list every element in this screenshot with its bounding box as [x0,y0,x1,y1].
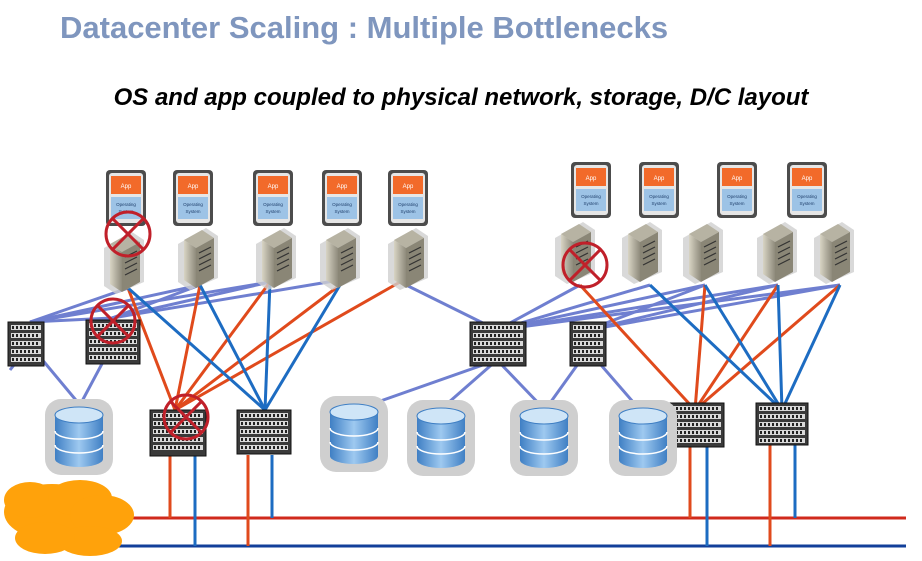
svg-text:App: App [802,176,813,182]
svg-text:Operating: Operating [581,194,601,199]
svg-text:App: App [654,176,665,182]
network-link [578,283,697,412]
svg-text:App: App [403,184,414,190]
server-tower-icon [178,228,218,290]
server-tower-icon [320,228,360,290]
server-tower-icon [757,222,797,284]
network-link [127,286,266,412]
failure-x-icon [104,210,152,258]
svg-text:Operating: Operating [116,202,136,207]
network-link [263,284,342,411]
network-link [693,284,780,411]
network-link [198,284,267,411]
network-link [693,284,707,411]
network-link [111,283,201,320]
slide-subtitle: OS and app coupled to physical network, … [113,84,809,111]
switch-icon [755,402,809,446]
failure-x-icon [89,297,137,345]
svg-text:App: App [188,184,199,190]
network-link [780,284,842,411]
storage-disk-icon [407,400,475,476]
storage-disk-icon [609,400,677,476]
svg-text:App: App [337,184,348,190]
network-link [648,283,784,412]
server-tower-icon [814,222,854,284]
network-link [263,281,272,411]
server-tower-icon [622,222,662,284]
svg-text:Operating: Operating [183,202,203,207]
network-link [587,283,706,332]
switch-icon [236,409,292,455]
switch-icon [149,409,207,457]
svg-text:System: System [400,209,415,214]
svg-text:Operating: Operating [332,202,352,207]
svg-text:System: System [729,201,744,206]
failure-x-icon [162,393,210,441]
svg-text:System: System [651,201,666,206]
svg-text:App: App [732,176,743,182]
network-link [776,284,784,411]
storage-disk-icon [510,400,578,476]
svg-text:System: System [334,209,349,214]
svg-text:System: System [799,201,814,206]
failure-x-icon [561,241,609,289]
server-tower-icon [683,222,723,284]
svg-text:System: System [185,209,200,214]
storage-disk-icon [320,396,388,472]
svg-text:Operating: Operating [263,202,283,207]
switch-icon [569,321,607,367]
network-link [587,283,779,332]
svg-text:Operating: Operating [797,194,817,199]
svg-text:App: App [586,176,597,182]
network-link [29,286,129,324]
server-tower-icon [388,228,428,290]
network-link [587,283,841,332]
network-link [173,284,202,411]
switch-icon [667,402,725,448]
svg-text:App: App [121,184,132,190]
cloud-icon [4,480,134,556]
server-tower-icon [104,232,144,294]
network-link [496,283,841,332]
storage-disk-icon [45,399,113,475]
svg-text:Operating: Operating [649,194,669,199]
server-tower-icon [256,228,296,290]
network-link [111,278,341,320]
switch-icon [7,321,45,367]
svg-text:System: System [265,209,280,214]
svg-text:System: System [583,201,598,206]
network-link [29,316,113,324]
network-link [694,283,841,412]
switch-icon [469,321,527,367]
svg-text:Operating: Operating [398,202,418,207]
network-link [173,281,272,411]
network-link [29,280,271,324]
network-link [126,287,177,411]
svg-text:Operating: Operating [727,194,747,199]
slide-title: Datacenter Scaling : Multiple Bottleneck… [60,10,669,45]
network-link [174,280,401,412]
svg-text:App: App [268,184,279,190]
network-link [174,283,341,412]
network-link [703,284,784,411]
